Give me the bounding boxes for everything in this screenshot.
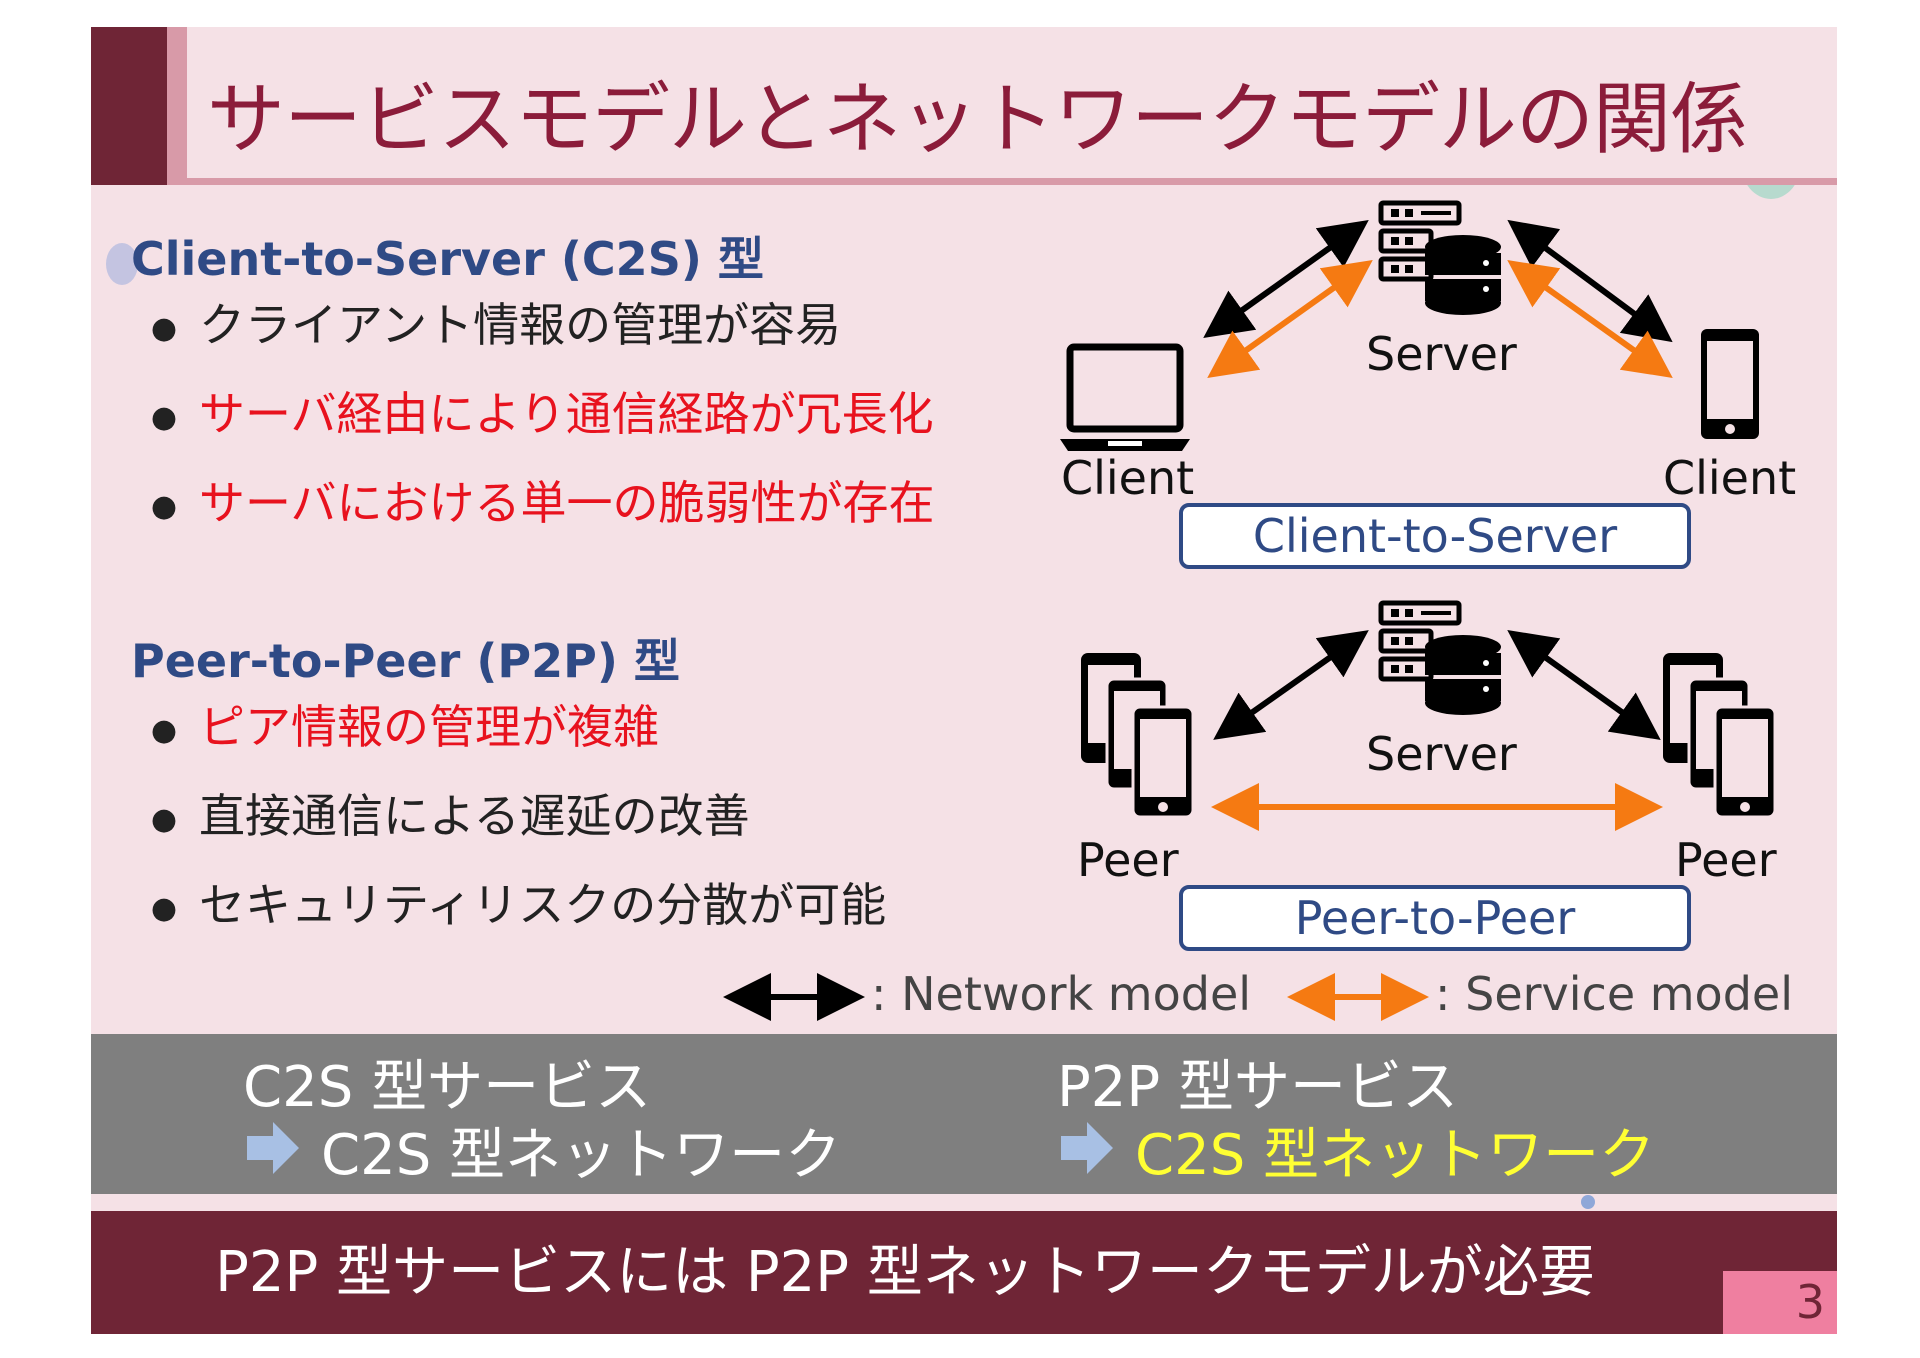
bullet-dot: ● (150, 713, 178, 748)
decor-circle (1581, 1195, 1595, 1209)
slide: サービスモデルとネットワークモデルの関係 Client-to-Server (C… (91, 27, 1837, 1334)
summary-band: C2S 型サービス C2S 型ネットワーク P2P 型サービス C2S 型ネット… (91, 1034, 1837, 1194)
bullet-item: ● サーバにおける単一の脆弱性が存在 (129, 459, 935, 548)
network-diagrams (723, 200, 1777, 1021)
peer-label: Peer (1077, 833, 1179, 887)
bullet-item: ● クライアント情報の管理が容易 (129, 281, 935, 370)
bullet-text: セキュリティリスクの分散が可能 (199, 878, 887, 932)
conclusion-band: P2P 型サービスには P2P 型ネットワークモデルが必要 (91, 1211, 1837, 1334)
c2s-heading: Client-to-Server (C2S) 型 (131, 232, 764, 286)
service-arrow (1507, 260, 1673, 378)
summary-left-line2: C2S 型ネットワーク (321, 1123, 842, 1188)
p2p-model-label: Peer-to-Peer (1179, 885, 1691, 951)
server-icon (1378, 600, 1501, 715)
title-accent (91, 27, 167, 185)
summary-right-line1: P2P 型サービス (1057, 1055, 1458, 1120)
p2p-bullet-list: ● ピア情報の管理が複雑 ● 直接通信による遅延の改善 ● セキュリティリスクの分散が… (129, 683, 886, 950)
bullet-dot: ● (150, 311, 178, 346)
service-arrow (1207, 260, 1373, 378)
network-arrow (1507, 630, 1661, 740)
legend-network-label: : Network model (871, 967, 1252, 1021)
c2s-model-label: Client-to-Server (1179, 503, 1691, 569)
server-icon (1378, 200, 1501, 315)
bullet-dot: ● (150, 400, 178, 435)
slide-title: サービスモデルとネットワークモデルの関係 (207, 75, 1748, 165)
laptop-icon (1060, 343, 1190, 451)
bullet-item: ● ピア情報の管理が複雑 (129, 683, 886, 772)
client-label: Client (1663, 451, 1797, 505)
right-arrow-icon (247, 1122, 299, 1174)
c2s-bullet-list: ● クライアント情報の管理が容易 ● サーバ経由により通信経路が冗長化 ● サーバにお… (129, 281, 935, 548)
title-accent (167, 27, 187, 185)
client-label: Client (1061, 451, 1195, 505)
summary-right-line2: C2S 型ネットワーク (1135, 1123, 1656, 1188)
legend-service-label: : Service model (1435, 967, 1793, 1021)
smartphone-icon (1701, 329, 1759, 439)
p2p-heading: Peer-to-Peer (P2P) 型 (131, 634, 680, 688)
bullet-dot: ● (150, 891, 178, 926)
summary-left-line1: C2S 型サービス (243, 1055, 652, 1120)
bullet-dot: ● (150, 802, 178, 837)
peer-label: Peer (1675, 833, 1777, 887)
bullet-text: 直接通信による遅延の改善 (199, 789, 750, 843)
bullet-item: ● セキュリティリスクの分散が可能 (129, 861, 886, 950)
phones-stack-icon (1663, 653, 1777, 819)
network-arrow (1213, 630, 1369, 740)
decor-circle (106, 243, 138, 285)
server-label: Server (1366, 727, 1517, 781)
title-band: サービスモデルとネットワークモデルの関係 (91, 27, 1837, 185)
right-arrow-icon (1061, 1122, 1113, 1174)
network-arrow (1203, 220, 1369, 338)
bullet-text: サーバにおける単一の脆弱性が存在 (199, 476, 935, 530)
conclusion-text: P2P 型サービスには P2P 型ネットワークモデルが必要 (215, 1240, 1595, 1305)
bullet-dot: ● (150, 489, 178, 524)
title-rule (187, 178, 1837, 185)
bullet-text: サーバ経由により通信経路が冗長化 (199, 387, 934, 441)
bullet-item: ● 直接通信による遅延の改善 (129, 772, 886, 861)
bullet-text: ピア情報の管理が複雑 (199, 700, 659, 754)
page-number: 3 (1723, 1271, 1837, 1334)
server-label: Server (1366, 327, 1517, 381)
bullet-item: ● サーバ経由により通信経路が冗長化 (129, 370, 935, 459)
bullet-text: クライアント情報の管理が容易 (199, 298, 842, 352)
phones-stack-icon (1081, 653, 1195, 819)
